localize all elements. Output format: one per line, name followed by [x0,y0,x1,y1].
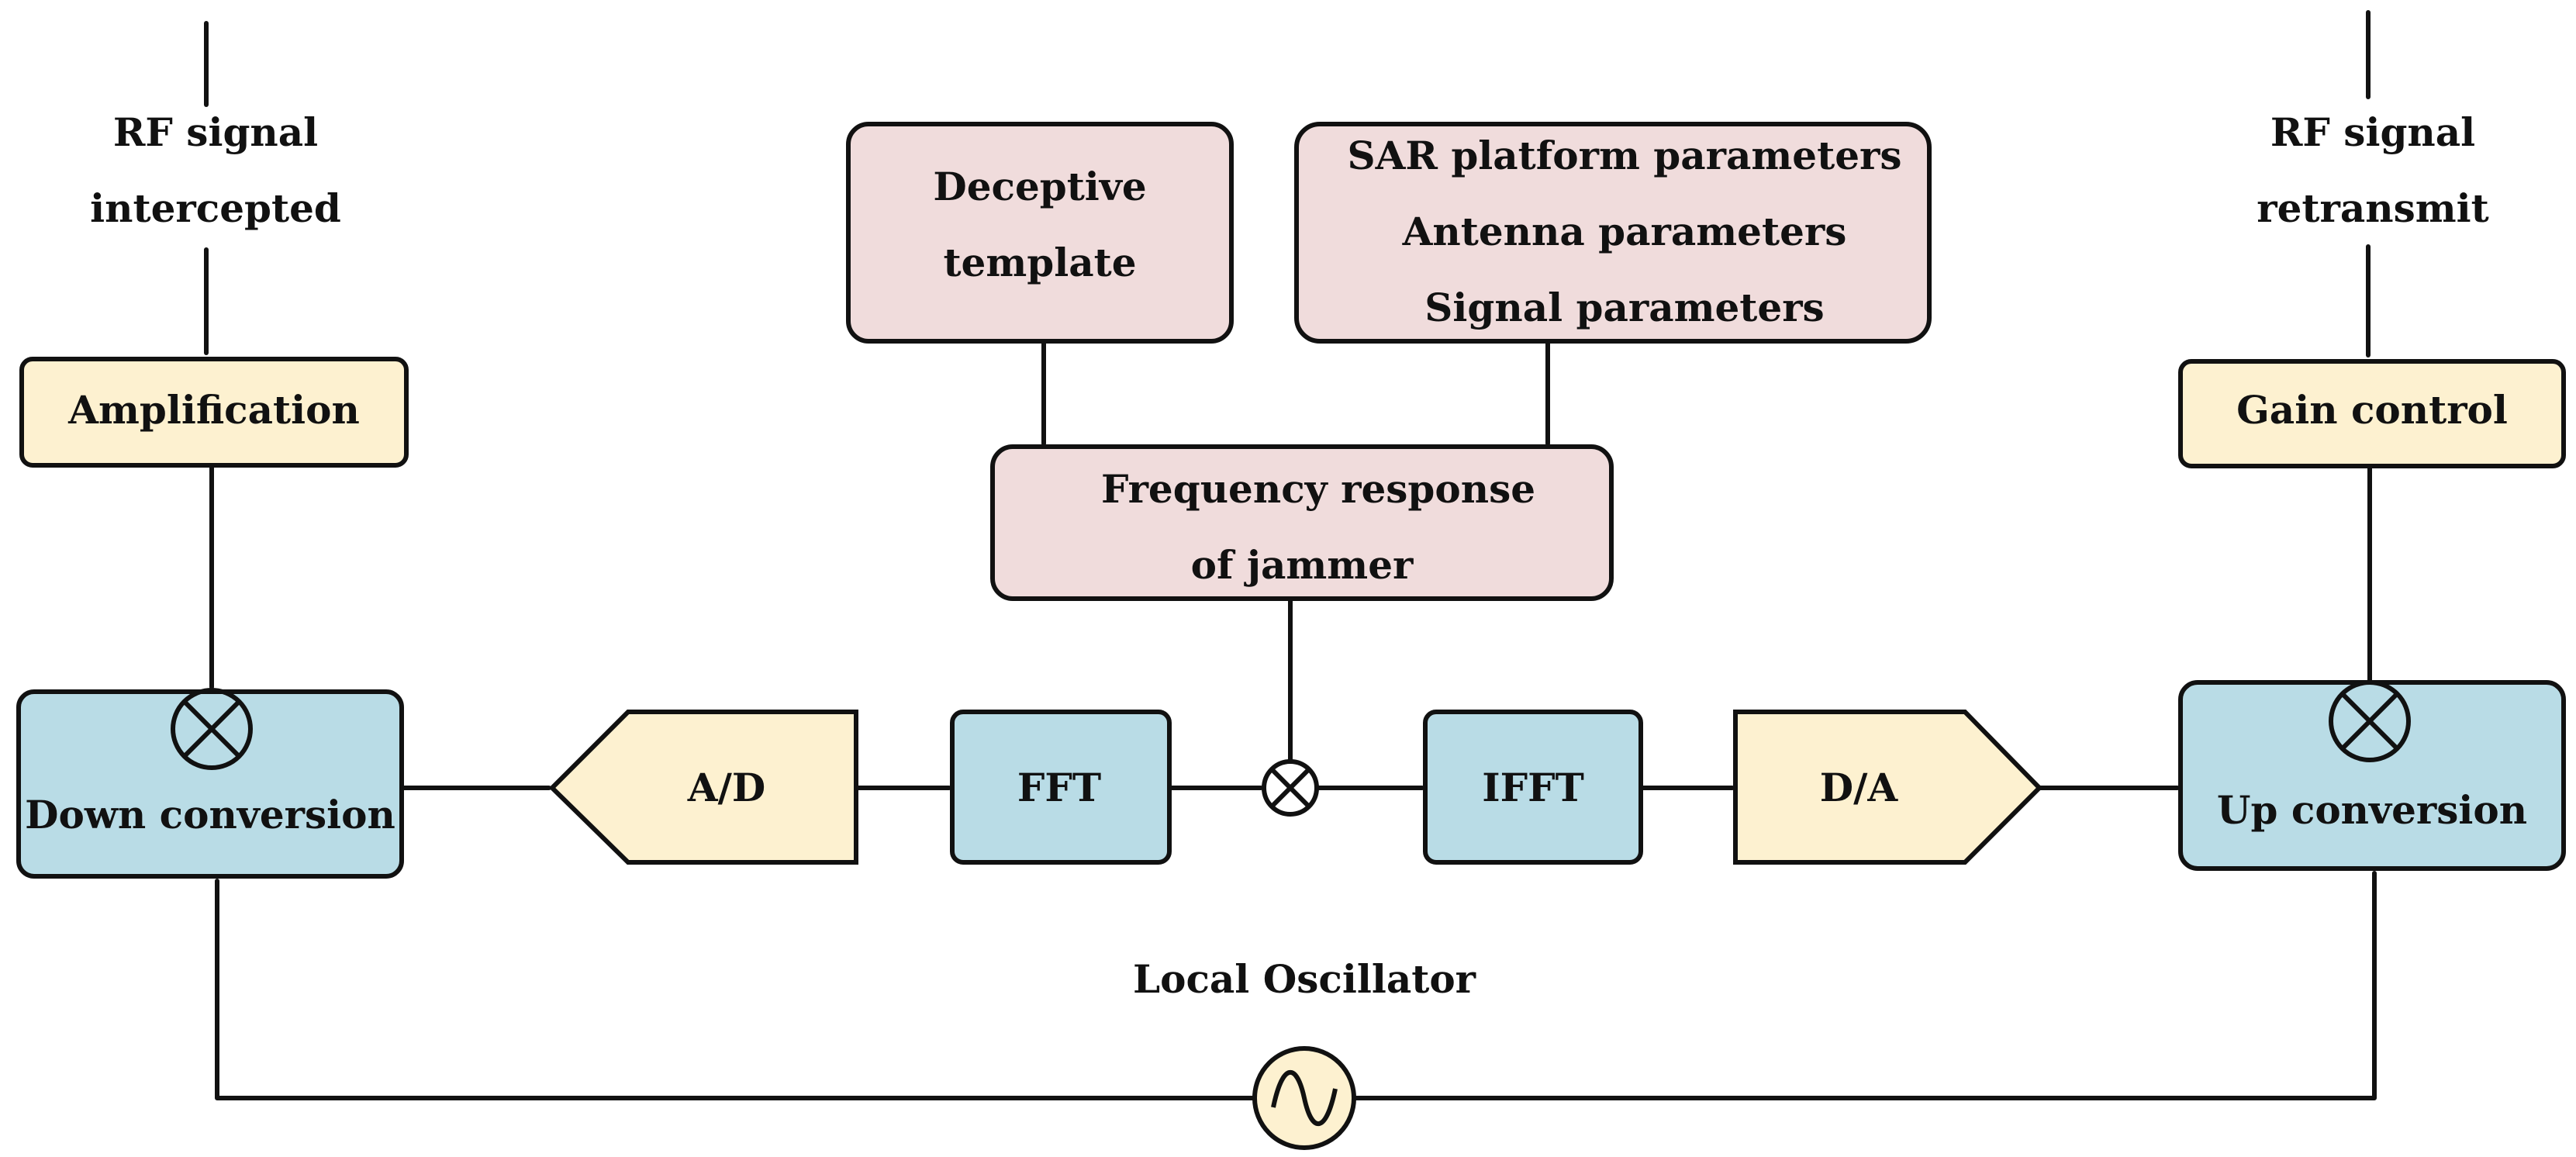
oscillator-icon [1252,1046,1356,1150]
down-conversion-box [16,689,404,879]
ad-box [548,710,858,865]
edge-oscillator-to-down-conversion [215,879,1257,1100]
local-oscillator-label: Local Oscillator [1133,956,1476,1002]
edge-oscillator-to-up-conversion [1352,871,2377,1100]
fft-box [950,710,1172,865]
platform-parameters-line-2: Antenna parameters [1402,209,1847,254]
frequency-response-line-1: Frequency response [1101,466,1535,512]
da-label: D/A [1820,765,1899,810]
down-mixer-icon [171,688,253,770]
down-conversion-label: Down conversion [25,792,395,838]
edges [204,10,2377,1100]
deceptive-template-line-1: Deceptive [933,164,1146,209]
output-label-line-1: RF signal [2270,109,2475,155]
platform-parameters-line-3: Signal parameters [1424,285,1824,330]
platform-parameters-box [1294,122,1932,344]
ifft-box [1423,710,1643,865]
gain-control-label: Gain control [2236,387,2508,433]
deceptive-template-box [846,122,1234,344]
amplification-box [19,357,409,468]
up-conversion-label: Up conversion [2217,787,2527,833]
amplification-label: Amplification [67,387,360,433]
input-label-line-1: RF signal [113,109,318,155]
frequency-response-line-2: of jammer [1191,542,1414,588]
output-label-line-2: retransmit [2257,185,2489,231]
labels: RF signal intercepted RF signal retransm… [25,109,2527,1002]
deceptive-template-line-2: template [943,240,1136,285]
up-conversion-box [2178,680,2566,871]
ad-label: A/D [687,765,765,810]
platform-parameters-line-1: SAR platform parameters [1347,133,1901,178]
multiplier-icon [1262,759,1319,817]
frequency-response-box [990,444,1614,601]
fft-label: FFT [1017,765,1101,810]
da-box [1733,710,2043,865]
input-label-line-2: intercepted [90,185,341,231]
ifft-label: IFFT [1482,765,1584,810]
up-mixer-icon [2329,680,2411,762]
gain-control-box [2178,359,2566,468]
blocks [16,122,2566,879]
